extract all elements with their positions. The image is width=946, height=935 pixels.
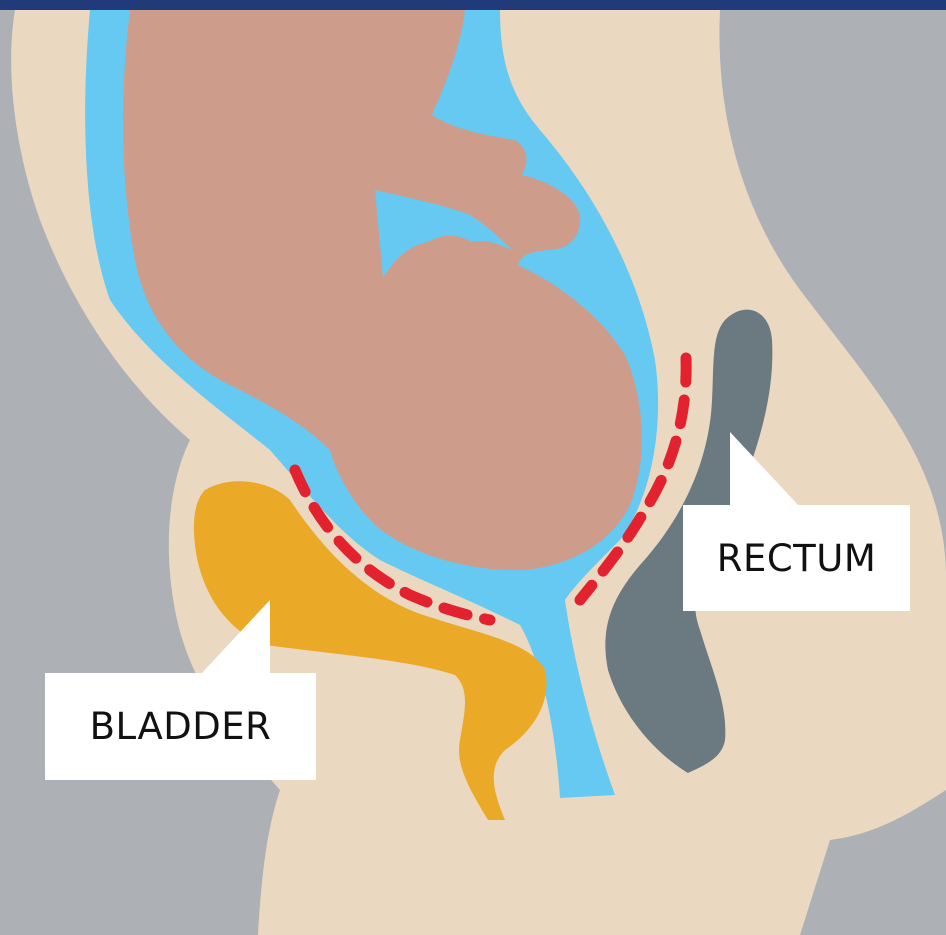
rectum-label: RECTUM bbox=[683, 505, 910, 611]
bladder-label: BLADDER bbox=[45, 673, 316, 780]
top-bar bbox=[0, 0, 946, 10]
